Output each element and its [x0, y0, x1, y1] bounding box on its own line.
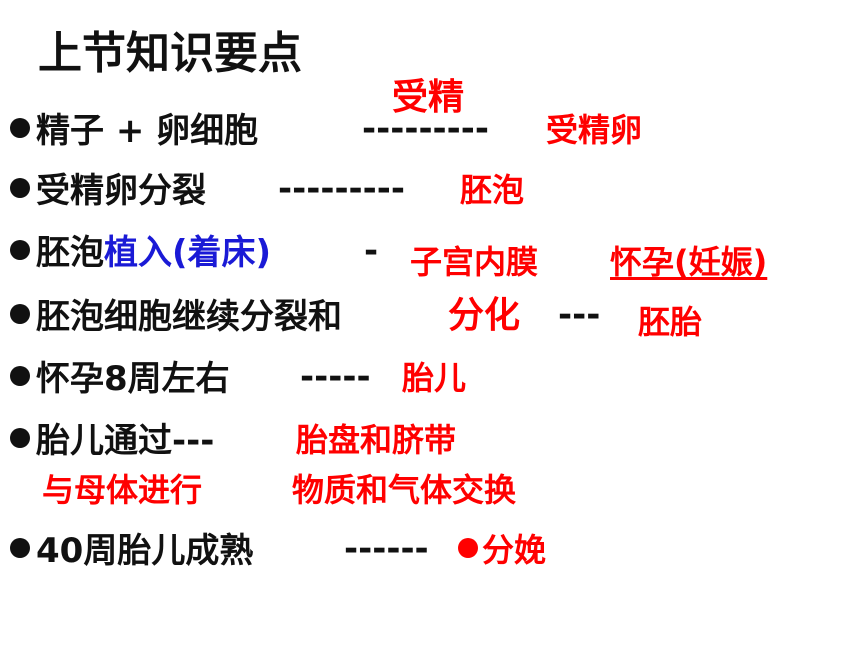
bullet-icon	[10, 118, 30, 138]
red-bullet-icon	[458, 538, 478, 558]
bullet-icon	[10, 240, 30, 260]
line-7-text: 40周胎儿成熟	[36, 531, 254, 571]
line-1-dashes: ---------	[362, 109, 490, 149]
implantation-text: 植入(着床)	[104, 233, 272, 273]
line-7: 40周胎儿成熟	[10, 534, 253, 568]
line-7-dashes: ------	[344, 529, 429, 569]
line-4: 胚泡细胞继续分裂和	[10, 300, 342, 334]
line-2-dashes: ---------	[278, 169, 406, 209]
line-6-sub-2: 物质和气体交换	[292, 471, 517, 509]
line-7-answer: 分娩	[482, 531, 547, 569]
line-3-answer-1: 子宫内膜	[410, 243, 539, 281]
line-4-fill: 分化	[448, 295, 521, 336]
line-1-answer: 受精卵	[546, 111, 643, 149]
bullet-icon	[10, 538, 30, 558]
line-3-answer-2: 怀孕(妊娠)	[610, 243, 768, 281]
bullet-icon	[10, 178, 30, 198]
line-5-text: 怀孕8周左右	[36, 359, 230, 399]
fertilization-label: 受精	[392, 77, 465, 118]
line-5-dashes: -----	[300, 357, 371, 397]
line-3-dashes: -	[364, 231, 379, 271]
line-3: 胚泡植入(着床)	[10, 236, 271, 270]
line-1: 精子 + 卵细胞	[10, 114, 258, 148]
line-4-dashes: ---	[558, 295, 601, 335]
bullet-icon	[10, 366, 30, 386]
line-6-text: 胎儿通过---	[36, 421, 215, 461]
line-3-text: 胚泡	[36, 233, 104, 273]
line-5-answer: 胎儿	[402, 359, 467, 397]
line-2-answer: 胚泡	[460, 171, 525, 209]
line-6: 胎儿通过---	[10, 424, 214, 458]
line-4-answer: 胚胎	[638, 303, 703, 341]
bullet-icon	[10, 304, 30, 324]
line-4-text: 胚泡细胞继续分裂和	[36, 297, 342, 337]
bullet-icon	[10, 428, 30, 448]
line-6-answer: 胎盘和脐带	[296, 421, 457, 459]
line-1-text: 精子 + 卵细胞	[36, 111, 259, 151]
line-2-text: 受精卵分裂	[36, 171, 206, 211]
page-title: 上节知识要点	[38, 28, 302, 79]
line-2: 受精卵分裂	[10, 174, 206, 208]
line-6-sub-1: 与母体进行	[42, 471, 203, 509]
line-7-answer-wrap: 分娩	[458, 534, 546, 566]
line-5: 怀孕8周左右	[10, 362, 230, 396]
